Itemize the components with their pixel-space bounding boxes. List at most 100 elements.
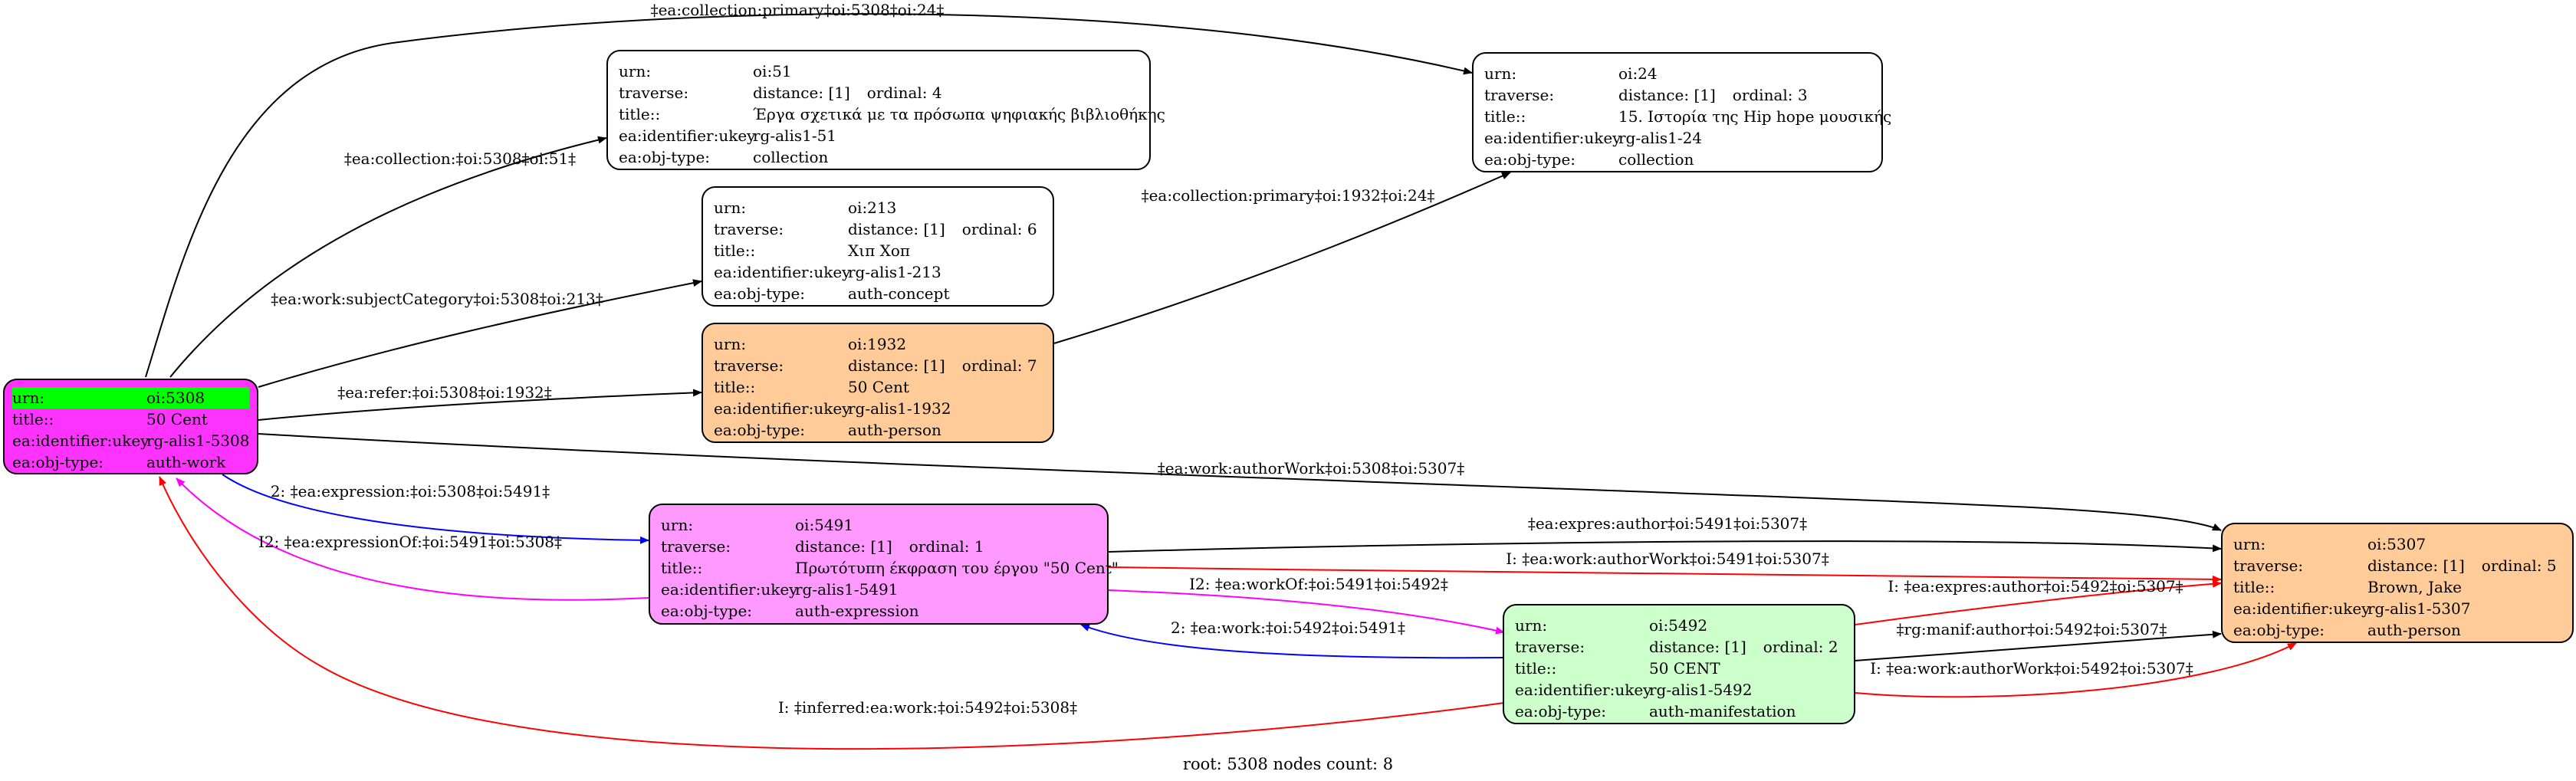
distance-value: distance: [1]	[753, 84, 850, 102]
ukey-key: ea:identifier:ukey	[619, 126, 756, 145]
title-key: title::	[2233, 578, 2275, 596]
traverse-key: traverse:	[714, 220, 784, 238]
ordinal-value: ordinal: 2	[1763, 638, 1838, 656]
traverse-row: traverse: distance: [1] ordinal: 4	[619, 82, 1138, 103]
type-row: ea:obj-type: auth-concept	[714, 283, 1042, 304]
urn-value: oi:213	[848, 199, 897, 217]
urn-key: urn:	[1515, 616, 1548, 635]
node-5307[interactable]: urn:oi:5307 traverse:distance: [1]ordina…	[2221, 523, 2574, 643]
urn-row: urn:oi:213	[714, 197, 1042, 218]
ukey-key: ea:identifier:ukey	[661, 580, 798, 599]
urn-row: urn:oi:5491	[661, 514, 1096, 536]
type-row: ea:obj-type:auth-expression	[661, 600, 1096, 622]
node-5491[interactable]: urn:oi:5491 traverse:distance: [1]ordina…	[649, 504, 1119, 625]
node-24[interactable]: urn:oi:24 traverse:distance: [1]ordinal:…	[1472, 52, 1891, 172]
edge-e_expression_5491	[222, 474, 649, 544]
node-1932[interactable]: urn:oi:1932 traverse:distance: [1]ordina…	[702, 323, 1054, 443]
type-value: auth-expression	[795, 602, 919, 620]
node-5492[interactable]: urn:oi:5492 traverse:distance: [1]ordina…	[1503, 604, 1855, 724]
ukey-key: ea:identifier:ukey	[714, 263, 851, 281]
urn-key: urn:	[12, 389, 45, 407]
ordinal-value: ordinal: 3	[1732, 86, 1808, 104]
title-row: title::50 CENT	[1515, 658, 1843, 679]
urn-value: oi:5492	[1649, 616, 1708, 635]
traverse-key: traverse:	[619, 84, 689, 102]
urn-key: urn:	[2233, 535, 2266, 553]
edge-label-e_inferred_work: I: ‡inferred:ea:work:‡oi:5492‡oi:5308‡	[778, 698, 1077, 717]
ukey-value: rg-alis1-5307	[2367, 599, 2471, 618]
traverse-row: traverse:distance: [1]ordinal: 3	[1484, 84, 1871, 106]
distance-value: distance: [1]	[1618, 86, 1716, 104]
ordinal-value: ordinal: 5	[2481, 556, 2557, 575]
ordinal-value: ordinal: 4	[866, 84, 942, 102]
type-value: auth-person	[2367, 621, 2461, 639]
type-key: ea:obj-type:	[619, 148, 711, 166]
traverse-row: traverse:distance: [1]ordinal: 7	[714, 355, 1042, 376]
edge-e_work_5492	[1080, 624, 1505, 659]
ukey-key: ea:identifier:ukey	[1515, 681, 1652, 699]
type-row: ea:obj-type: auth-manifestation	[1515, 701, 1843, 722]
node-5308[interactable]: urn:oi:5308 title::50 Cent ea:identifier…	[3, 379, 258, 474]
edge-label-e_expres_author_5492: I: ‡ea:expres:author‡oi:5492‡oi:5307‡	[1888, 577, 2183, 596]
edge-e_manif_author	[1855, 630, 2222, 661]
title-value: Brown, Jake	[2367, 578, 2462, 596]
type-key: ea:obj-type:	[1515, 702, 1607, 720]
title-row: title::Χιπ Χοπ	[714, 240, 1042, 261]
title-key: title::	[1484, 107, 1526, 126]
type-row: ea:obj-type: collection	[1484, 149, 1871, 170]
urn-key: urn:	[714, 335, 747, 353]
title-row: title::Brown, Jake	[2233, 576, 2561, 598]
title-value: 50 CENT	[1649, 659, 1720, 678]
edge-label-e_manif_author: ‡rg:manif:author‡oi:5492‡oi:5307‡	[1897, 620, 2167, 638]
distance-value: distance: [1]	[848, 356, 945, 375]
urn-key: urn:	[619, 62, 652, 80]
edge-e_inferred_author_5491	[1108, 566, 2222, 583]
type-value: auth-manifestation	[1649, 702, 1796, 720]
edge-e_expres_author_5492	[1855, 579, 2222, 625]
type-value: collection	[1618, 150, 1694, 169]
traverse-key: traverse:	[1515, 638, 1585, 656]
urn-row: urn:oi:51	[619, 61, 1138, 82]
edge-e_author_work_5307	[258, 433, 2222, 531]
footer-caption: root: 5308 nodes count: 8	[1182, 755, 1394, 773]
traverse-row: traverse:distance: [1]ordinal: 1	[661, 536, 1096, 557]
traverse-key: traverse:	[661, 537, 731, 556]
edge-e_coll_51	[169, 136, 607, 378]
edge-e_coll_primary_24	[145, 13, 1473, 378]
title-key: title::	[619, 105, 661, 123]
edge-e_work_of	[1108, 589, 1505, 635]
distance-value: distance: [1]	[848, 220, 945, 238]
title-value: 50 Cent	[848, 378, 909, 396]
type-row: ea:obj-type:auth-work	[12, 451, 249, 473]
type-key: ea:obj-type:	[714, 284, 806, 303]
edge-label-e_work_5492: 2: ‡ea:work:‡oi:5492‡oi:5491‡	[1171, 619, 1405, 637]
title-key: title::	[661, 559, 703, 577]
ukey-key: ea:identifier:ukey	[2233, 599, 2371, 618]
type-value: auth-work	[146, 453, 226, 471]
ordinal-value: ordinal: 7	[961, 356, 1037, 375]
node-51[interactable]: urn:oi:51 traverse: distance: [1] ordinal:…	[606, 50, 1165, 170]
edge-e_coll_primary_1932_24	[1053, 172, 1511, 344]
ukey-key: ea:identifier:ukey	[1484, 129, 1622, 147]
node-213[interactable]: urn:oi:213 traverse:distance: [1]ordinal…	[702, 186, 1054, 307]
type-value: auth-concept	[848, 284, 950, 303]
title-row: title::Πρωτότυπη έκφραση του έργου "50 C…	[661, 557, 1119, 579]
ukey-value: rg-alis1-5308	[146, 432, 250, 450]
urn-value: oi:1932	[848, 335, 907, 353]
type-key: ea:obj-type:	[1484, 150, 1576, 169]
edge-label-e_expres_author_5491: ‡ea:expres:author‡oi:5491‡oi:5307‡	[1528, 514, 1807, 533]
edge-label-e_inferred_author_5492: I: ‡ea:work:authorWork‡oi:5492‡oi:5307‡	[1870, 659, 2193, 678]
edge-label-e_expression_5491: 2: ‡ea:expression:‡oi:5308‡oi:5491‡	[271, 482, 550, 500]
edge-label-e_subject_213: ‡ea:work:subjectCategory‡oi:5308‡oi:213‡	[271, 290, 603, 308]
title-value: Πρωτότυπη έκφραση του έργου "50 Cent"	[795, 559, 1119, 577]
ordinal-value: ordinal: 1	[909, 537, 984, 556]
urn-value: oi:5307	[2367, 535, 2426, 553]
edge-label-e_expression_of: I2: ‡ea:expressionOf:‡oi:5491‡oi:5308‡	[258, 533, 562, 551]
type-row: ea:obj-type:auth-person	[714, 419, 1042, 441]
